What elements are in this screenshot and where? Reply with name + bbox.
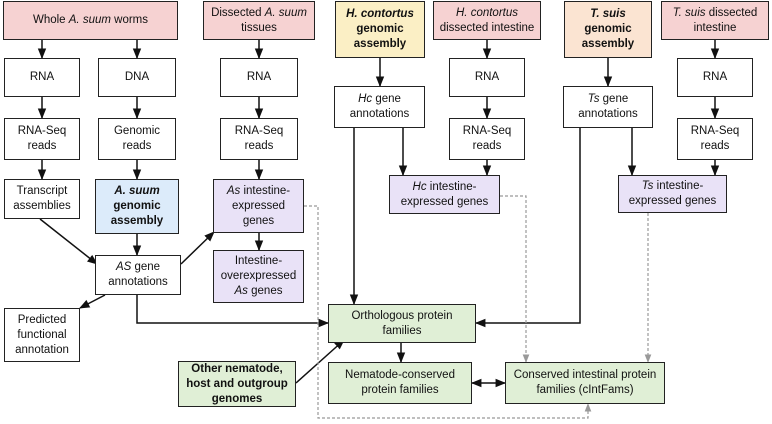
rna-box-4: RNA xyxy=(677,58,753,97)
dashed-arrow-as-intestine-to-cintfams xyxy=(304,205,592,419)
rna-box-1: RNA xyxy=(4,58,80,97)
rnaseq-reads-box-4: RNA-Seq reads xyxy=(677,118,753,160)
ts-dissected-box: T. suis dissected intestine xyxy=(661,1,769,40)
whole-worms-box: Whole A. suum worms xyxy=(3,1,178,40)
arrow-as-annotations-to-predicted xyxy=(79,294,106,309)
other-genomes-box: Other nematode, host and outgroup genome… xyxy=(178,361,296,407)
rnaseq-reads-box-1: RNA-Seq reads xyxy=(4,118,80,160)
arrow-ts-annotations-to-orthologous xyxy=(474,128,581,328)
transcript-assemblies-box: Transcript assemblies xyxy=(4,179,80,219)
rnaseq-reads-box-2: RNA-Seq reads xyxy=(220,118,298,160)
arrow-as-annotations-to-as-intestine xyxy=(180,231,215,265)
as-assembly-box: A. suum genomic assembly xyxy=(95,179,179,234)
arrow-transcripts-to-as-annotations xyxy=(39,218,98,265)
conserved-intestinal-box: Conserved intestinal protein families (c… xyxy=(505,362,665,404)
dashed-arrow-hc-intestine-to-cintfams xyxy=(500,195,530,363)
arrow-as-annotations-to-orthologous xyxy=(136,295,330,328)
dissected-tissues-box: Dissected A. suum tissues xyxy=(203,1,315,40)
rnaseq-reads-box-3: RNA-Seq reads xyxy=(449,118,525,160)
rna-box-3: RNA xyxy=(449,58,525,97)
as-intestine-genes-box: As intestine-expressed genes xyxy=(213,179,304,233)
hc-dissected-box: H. contortus dissected intestine xyxy=(433,1,541,40)
rna-box-2: RNA xyxy=(220,58,298,97)
as-annotations-box: AS gene annotations xyxy=(95,255,181,295)
ts-assembly-box: T. suis genomic assembly xyxy=(564,1,652,58)
ts-intestine-genes-box: Ts intestine-expressed genes xyxy=(618,175,727,213)
orthologous-families-box: Orthologous protein families xyxy=(328,304,476,343)
intestine-overexpressed-box: Intestine-overexpressed As genes xyxy=(213,250,304,303)
ts-annotations-box: Ts gene annotations xyxy=(563,86,653,128)
hc-intestine-genes-box: Hc intestine-expressed genes xyxy=(389,175,500,214)
arrow-other-genomes-to-orthologous xyxy=(295,339,345,384)
hc-assembly-box: H. contortus genomic assembly xyxy=(335,1,425,58)
genomic-reads-box: Genomic reads xyxy=(98,118,176,160)
predicted-functional-box: Predicted functional annotation xyxy=(4,308,80,362)
hc-annotations-box: Hc gene annotations xyxy=(334,86,425,128)
dna-box: DNA xyxy=(98,58,176,97)
nematode-conserved-box: Nematode-conserved protein families xyxy=(328,362,472,404)
